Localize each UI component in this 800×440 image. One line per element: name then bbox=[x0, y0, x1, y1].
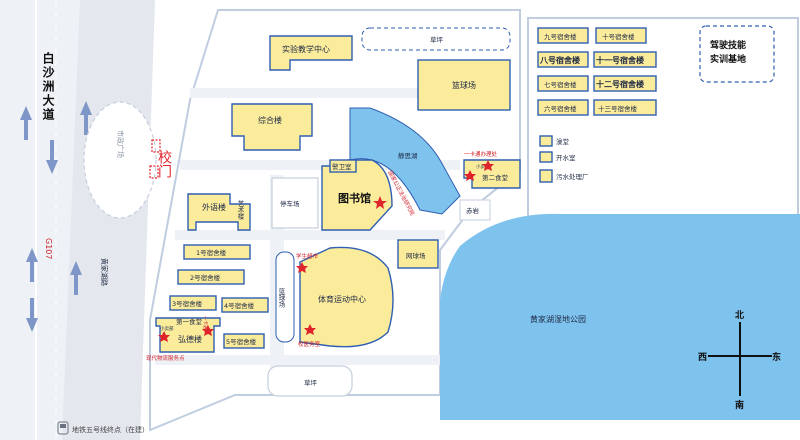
dorm-1 bbox=[183, 244, 251, 260]
dorm-3 bbox=[169, 295, 217, 311]
bath-house-label: 澡堂 bbox=[556, 137, 570, 146]
dorm-5-label: 5号宿舍楼 bbox=[226, 337, 257, 346]
tennis-court bbox=[397, 239, 439, 269]
canteen-2 bbox=[463, 159, 521, 189]
parking bbox=[271, 177, 319, 229]
hongde-note: 现代物流服务点 bbox=[146, 354, 185, 362]
driving-school bbox=[699, 25, 775, 83]
sports-center bbox=[299, 246, 394, 348]
hongde-note-2: 一卡通 bbox=[202, 316, 209, 330]
water-room-label: 开水室 bbox=[556, 153, 576, 162]
compass: 北 南 西 东 bbox=[698, 309, 781, 411]
guard-room-label: 警卫室 bbox=[332, 162, 352, 171]
foreign-language-label: 外语楼 bbox=[202, 202, 226, 212]
dorm-8-label: 八号宿舍楼 bbox=[539, 55, 580, 65]
chiyan-label: 赤岩 bbox=[466, 206, 480, 215]
sports-center-label: 体育运动中心 bbox=[318, 294, 366, 304]
campus-gate-label: 校门 bbox=[156, 149, 172, 179]
metro-note: 地铁五号线终点（在建） bbox=[57, 421, 149, 435]
clinic-label: 校医务室 bbox=[298, 340, 321, 348]
dorm-5 bbox=[223, 333, 265, 349]
hongde-star bbox=[202, 325, 214, 336]
dorm-3-label: 3号宿舍楼 bbox=[172, 299, 203, 308]
canteen-2-star bbox=[464, 170, 476, 181]
canteen-1-star bbox=[158, 331, 170, 342]
lawn-top-label: 草坪 bbox=[430, 35, 444, 44]
dorm-9-label: 九号宿舍楼 bbox=[544, 32, 577, 41]
water-room bbox=[539, 151, 553, 163]
bath-house bbox=[539, 135, 553, 147]
driving-school-label-1: 驾驶技能 bbox=[710, 39, 746, 51]
plaza bbox=[83, 101, 157, 219]
library-star bbox=[373, 196, 387, 209]
dorm-12-label: 十二号宿舍楼 bbox=[596, 79, 644, 89]
library bbox=[321, 159, 393, 231]
dorm-11-label: 十一号宿舍楼 bbox=[596, 55, 644, 65]
sewage-plant-label: 污水处理厂 bbox=[556, 172, 589, 181]
art-building-label: 艺术楼 bbox=[236, 200, 244, 221]
card-office-star bbox=[482, 160, 494, 171]
hongde-building bbox=[155, 317, 221, 353]
park-label: 黄家湖湿地公园 bbox=[530, 314, 586, 324]
dorm-6-label: 六号宿舍楼 bbox=[544, 104, 577, 113]
canteen-2-sub-label: 一卡通办理处 bbox=[464, 150, 498, 158]
canteen-2-small-label: 小卖部 bbox=[476, 163, 490, 170]
dorm-7-label: 七号宿舍楼 bbox=[544, 80, 577, 89]
basketball-top-label: 篮球场 bbox=[452, 80, 476, 90]
compass-east: 东 bbox=[772, 351, 781, 363]
basketball-mid-label: 篮球场 bbox=[277, 287, 285, 309]
east-dorms: 九号宿舍楼 十号宿舍楼 八号宿舍楼 十一号宿舍楼 七号宿舍楼 十二号宿舍楼 六号… bbox=[537, 27, 657, 116]
lawn-bottom-label: 草坪 bbox=[304, 378, 318, 387]
student-store-label: 学生超市 bbox=[296, 252, 319, 260]
canteen-1-label: 第一食堂 bbox=[176, 317, 203, 326]
national-road-label: G107 bbox=[44, 238, 53, 259]
foreign-language-building bbox=[187, 193, 251, 231]
metro-note-label: 地铁五号线终点（在建） bbox=[72, 425, 149, 434]
parking-label: 停车场 bbox=[280, 199, 300, 208]
chiyan bbox=[459, 199, 491, 221]
student-store-star bbox=[296, 262, 308, 273]
lab-center bbox=[269, 35, 353, 71]
canteen-1-small-label: 小卖部 bbox=[160, 325, 174, 332]
compass-west: 西 bbox=[698, 352, 707, 363]
dorm-13-label: 十三号宿舍楼 bbox=[598, 104, 638, 113]
hongde-label: 弘德楼 bbox=[178, 334, 202, 344]
compass-north: 北 bbox=[735, 309, 744, 321]
park-lake bbox=[440, 213, 800, 420]
dorm-10-label: 十号宿舍楼 bbox=[602, 32, 635, 41]
dorm-4-label: 4号宿舍楼 bbox=[224, 301, 255, 310]
lawn-top bbox=[361, 27, 511, 51]
clinic-star bbox=[304, 324, 316, 335]
campus-gate: 校门 bbox=[149, 139, 172, 179]
lake-label: 静思湖 bbox=[398, 151, 418, 160]
canteen-2-label: 第二食堂 bbox=[482, 173, 509, 182]
guard-room bbox=[329, 159, 357, 173]
dorm-1-label: 1号宿舍楼 bbox=[196, 248, 227, 257]
dorm-2-label: 2号宿舍楼 bbox=[190, 273, 221, 282]
lawn-bottom bbox=[267, 365, 353, 397]
sewage-plant bbox=[539, 169, 553, 183]
main-road-label: 白沙洲大道 bbox=[41, 51, 55, 122]
basketball-top bbox=[417, 59, 511, 111]
driving-school-label-2: 实训基地 bbox=[710, 53, 746, 65]
compass-south: 南 bbox=[735, 399, 744, 411]
dorm-4 bbox=[221, 297, 269, 313]
side-road-label: 黄家湖路 bbox=[100, 258, 109, 286]
basketball-mid bbox=[275, 251, 295, 343]
comprehensive-label: 综合楼 bbox=[258, 115, 282, 125]
library-label: 图书馆 bbox=[338, 191, 371, 205]
tennis-label: 网球场 bbox=[406, 251, 426, 260]
road-arrows bbox=[20, 101, 92, 332]
comprehensive-building bbox=[231, 103, 313, 151]
dorm-2 bbox=[177, 269, 245, 285]
lab-center-label: 实验教学中心 bbox=[282, 44, 330, 54]
plaza-label: 市政广场 bbox=[116, 130, 125, 158]
